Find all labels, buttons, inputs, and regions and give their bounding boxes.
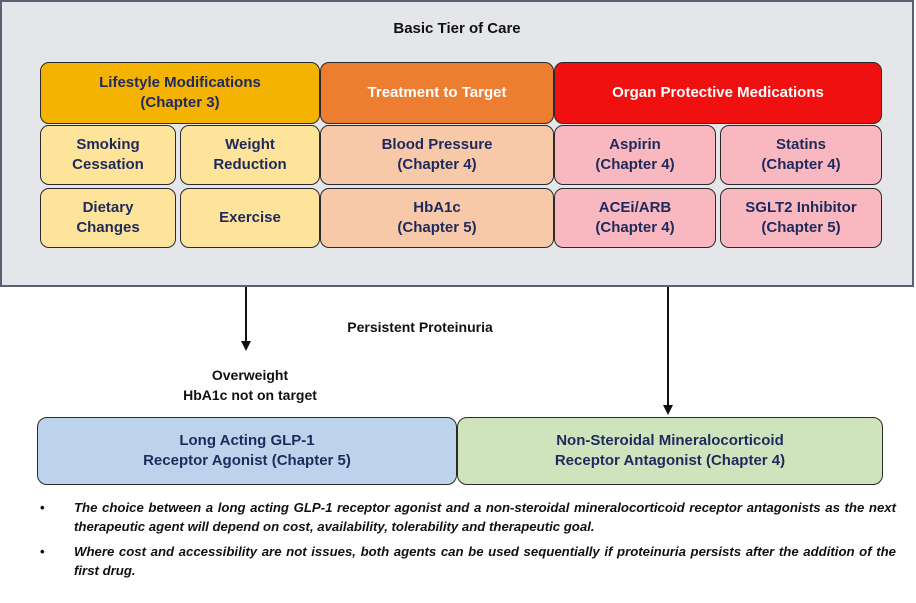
- glp1-line2: Receptor Agonist (Chapter 5): [143, 452, 351, 469]
- statins-line1: Statins: [775, 135, 826, 153]
- smoking-line2: Cessation: [72, 156, 144, 173]
- dietary-line2: Changes: [76, 219, 140, 236]
- overweight-line2: HbA1c not on target: [183, 386, 317, 403]
- aspirin-line2: (Chapter 4): [595, 156, 675, 173]
- organ-header: Organ Protective Medications: [554, 62, 882, 124]
- aspirin-box: Aspirin (Chapter 4): [554, 125, 716, 185]
- mra-line1: Non-Steroidal Mineralocorticoid: [556, 431, 784, 449]
- smoking-line1: Smoking: [76, 135, 140, 153]
- acei-arb-box: ACEi/ARB (Chapter 4): [554, 188, 716, 248]
- dietary-line1: Dietary: [82, 198, 134, 216]
- statins-box: Statins (Chapter 4): [720, 125, 882, 185]
- aspirin-line1: Aspirin: [609, 135, 661, 153]
- exercise-box: Exercise: [180, 188, 320, 248]
- hba1c-line1: HbA1c: [413, 198, 461, 216]
- lifestyle-header: Lifestyle Modifications (Chapter 3): [40, 62, 320, 124]
- persistent-proteinuria-label: Persistent Proteinuria: [347, 319, 493, 335]
- lifestyle-header-chapter: (Chapter 3): [140, 94, 220, 111]
- statins-line2: (Chapter 4): [761, 156, 841, 173]
- note-item: • Where cost and accessibility are not i…: [36, 542, 896, 580]
- note-item: • The choice between a long acting GLP-1…: [36, 498, 896, 536]
- acei-line1: ACEi/ARB: [598, 198, 672, 216]
- target-header-title: Treatment to Target: [367, 83, 507, 101]
- note-text: Where cost and accessibility are not iss…: [74, 544, 896, 578]
- sglt2-inhibitor-box: SGLT2 Inhibitor (Chapter 5): [720, 188, 882, 248]
- acei-line2: (Chapter 4): [595, 219, 675, 236]
- bp-line1: Blood Pressure: [381, 135, 493, 153]
- overweight-line1: Overweight: [211, 367, 289, 383]
- sglt2-line1: SGLT2 Inhibitor: [745, 198, 857, 216]
- sglt2-line2: (Chapter 5): [761, 219, 841, 236]
- overweight-label: Overweight HbA1c not on target: [160, 366, 340, 405]
- weight-line2: Reduction: [213, 156, 287, 173]
- mra-line2: Receptor Antagonist (Chapter 4): [554, 452, 786, 469]
- glp1-line1: Long Acting GLP-1: [179, 431, 315, 449]
- hba1c-line2: (Chapter 5): [397, 219, 477, 236]
- organ-header-title: Organ Protective Medications: [612, 83, 824, 101]
- target-header: Treatment to Target: [320, 62, 554, 124]
- bp-line2: (Chapter 4): [397, 156, 477, 173]
- lifestyle-header-title: Lifestyle Modifications: [99, 73, 261, 91]
- bullet-marker: •: [40, 500, 45, 515]
- tier-title: Basic Tier of Care: [393, 20, 521, 37]
- hba1c-box: HbA1c (Chapter 5): [320, 188, 554, 248]
- bullet-marker: •: [40, 544, 45, 559]
- note-text: The choice between a long acting GLP-1 r…: [74, 500, 896, 534]
- blood-pressure-box: Blood Pressure (Chapter 4): [320, 125, 554, 185]
- exercise-label: Exercise: [219, 208, 281, 226]
- notes-list: • The choice between a long acting GLP-1…: [36, 498, 896, 586]
- weight-line1: Weight: [225, 135, 275, 153]
